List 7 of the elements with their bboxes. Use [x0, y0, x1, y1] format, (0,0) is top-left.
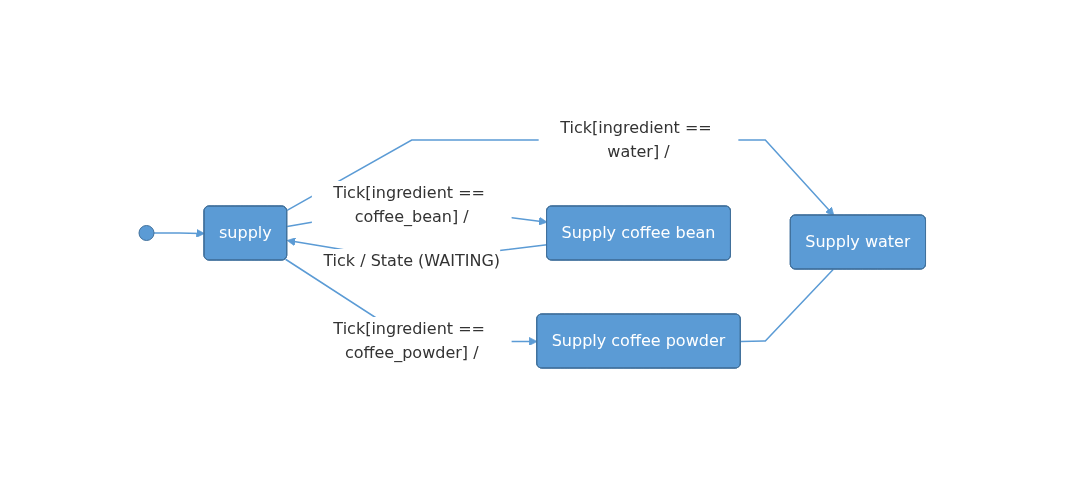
edge-label: Tick[ingredient == coffee_powder] / [333, 319, 486, 362]
node-circle [138, 225, 155, 241]
connector [740, 268, 835, 343]
edge-label: Tick[ingredient == coffee_bean] / [333, 183, 486, 226]
edge-label: Tick / State (WAITING) [323, 251, 501, 270]
arrow [153, 228, 206, 238]
edge-label: Tick[ingredient == water] / [560, 118, 713, 161]
